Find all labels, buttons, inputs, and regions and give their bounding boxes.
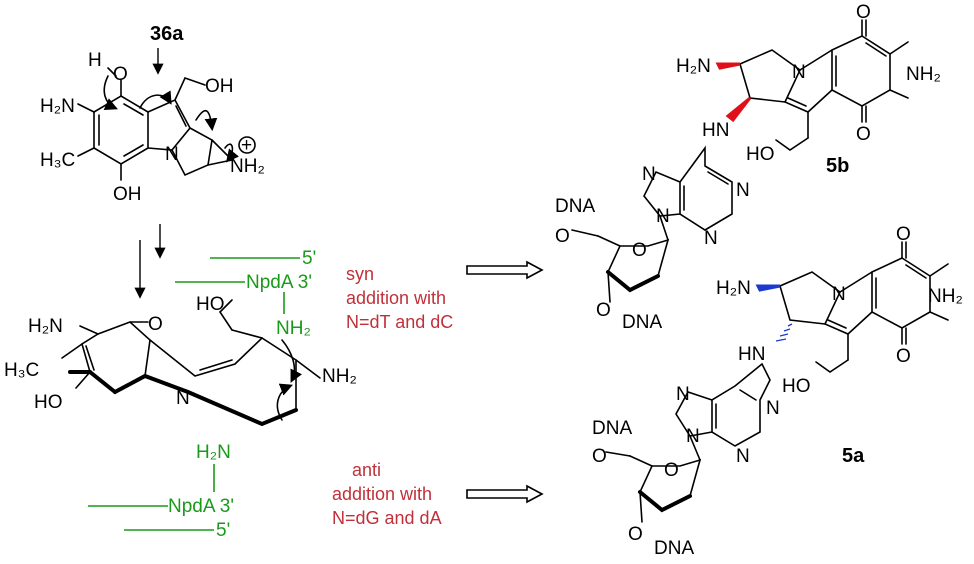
wedge-blue-top — [755, 284, 781, 292]
int-n: N — [176, 388, 190, 409]
compound-36a: 36a + H O OH H₂N H₃C OH N NH₂ — [40, 23, 265, 205]
p5b-hn: HN — [702, 120, 729, 141]
wedge-red-bottom — [725, 96, 752, 123]
p5b-dna-top: DNA — [555, 196, 595, 217]
anti-annotation: anti addition with N=dG and dA — [332, 460, 442, 528]
product-5a: H₂N O NH₂ O N HN HO 5a N N N N DNA O O O… — [592, 224, 963, 559]
p5b-o-5: O — [555, 226, 570, 247]
atom-h: H — [88, 50, 102, 71]
p5b-ho: HO — [746, 144, 775, 165]
p5a-dna-top: DNA — [592, 418, 632, 439]
benzene-ring — [93, 95, 149, 165]
p5b-dna-bottom: DNA — [622, 312, 662, 333]
anti-line2: addition with — [332, 484, 432, 504]
p5a-o-bottom: O — [896, 346, 911, 367]
int-h3c: H₃C — [4, 360, 39, 381]
wedge-blue-hashed — [775, 323, 793, 342]
p5b-o-top: O — [856, 2, 871, 23]
dna-bottom-5prime: 5' — [216, 520, 230, 541]
p5a-o-ring: O — [664, 460, 679, 481]
wedge-red-top — [715, 62, 741, 70]
p5b-h2n: H₂N — [676, 56, 711, 77]
atom-n-ring: N — [165, 144, 179, 165]
atom-oh-bottom: OH — [113, 184, 142, 205]
p5a-purine-n1: N — [676, 384, 690, 405]
p5b-purine-n4: N — [704, 228, 718, 249]
int-ho-top: HO — [196, 294, 225, 315]
p5a-purine-n3: N — [686, 426, 700, 447]
syn-line1: syn — [346, 264, 374, 284]
int-h2n: H₂N — [28, 316, 63, 337]
p5b-n: N — [792, 62, 806, 83]
anti-line3: N=dG and dA — [332, 508, 442, 528]
p5b-o-3: O — [596, 300, 611, 321]
p5b-purine-n2: N — [736, 180, 750, 201]
atom-o-top: O — [113, 64, 128, 85]
p5b-purine-n3: N — [656, 206, 670, 227]
p5b-o-bottom: O — [856, 124, 871, 145]
label-5a: 5a — [842, 445, 865, 467]
intermediate: H₂N O H₃C HO HO N NH₂ — [4, 294, 357, 427]
p5a-purine-n4: N — [736, 446, 750, 467]
p5a-o-5: O — [592, 446, 607, 467]
dna-bottom-strand: H₂N NpdA 3' 5' — [88, 442, 234, 541]
int-o: O — [148, 314, 163, 335]
atom-nh2-plus: NH₂ — [230, 156, 265, 177]
p5a-h2n: H₂N — [716, 278, 751, 299]
p5b-o-ring: O — [632, 240, 647, 261]
p5b-purine-n1: N — [642, 164, 656, 185]
p5b-nh2: NH₂ — [906, 64, 941, 85]
p5a-o-top: O — [896, 224, 911, 245]
dna-top-nh2: NH₂ — [276, 318, 311, 339]
atom-h3c: H₃C — [40, 150, 75, 171]
label-5b: 5b — [826, 155, 849, 177]
atom-oh-top: OH — [205, 76, 234, 97]
dna-bottom-h2n: H₂N — [196, 442, 231, 463]
p5a-ho: HO — [782, 376, 811, 397]
syn-annotation: syn addition with N=dT and dC — [346, 264, 453, 332]
pyrrole-ring — [147, 98, 191, 151]
int-nh2: NH₂ — [322, 366, 357, 387]
p5a-purine-n2: N — [766, 398, 780, 419]
anti-line1: anti — [352, 460, 381, 480]
arrow-anti — [466, 484, 544, 504]
plus-sign: + — [241, 135, 252, 156]
syn-line2: addition with — [346, 288, 446, 308]
arrow-syn — [466, 260, 544, 280]
p5a-dna-bottom: DNA — [654, 538, 694, 559]
product-5b: H₂N O NH₂ O N HN HO 5b N N N N DNA O O O… — [555, 2, 941, 333]
plus-charge — [238, 136, 256, 154]
dna-top-5prime: 5' — [302, 248, 316, 269]
atom-h2n: H₂N — [40, 96, 75, 117]
int-ho-left: HO — [34, 392, 63, 413]
label-36a: 36a — [150, 23, 184, 45]
syn-line3: N=dT and dC — [346, 312, 453, 332]
dna-bottom-strand-label: NpdA 3' — [168, 496, 234, 517]
dna-top-strand: 5' NpdA 3' NH₂ — [175, 248, 316, 383]
dna-top-strand-label: NpdA 3' — [246, 272, 312, 293]
p5a-n: N — [832, 284, 846, 305]
p5a-o-3: O — [628, 524, 643, 545]
p5a-hn: HN — [738, 344, 765, 365]
p5a-nh2: NH₂ — [928, 286, 963, 307]
